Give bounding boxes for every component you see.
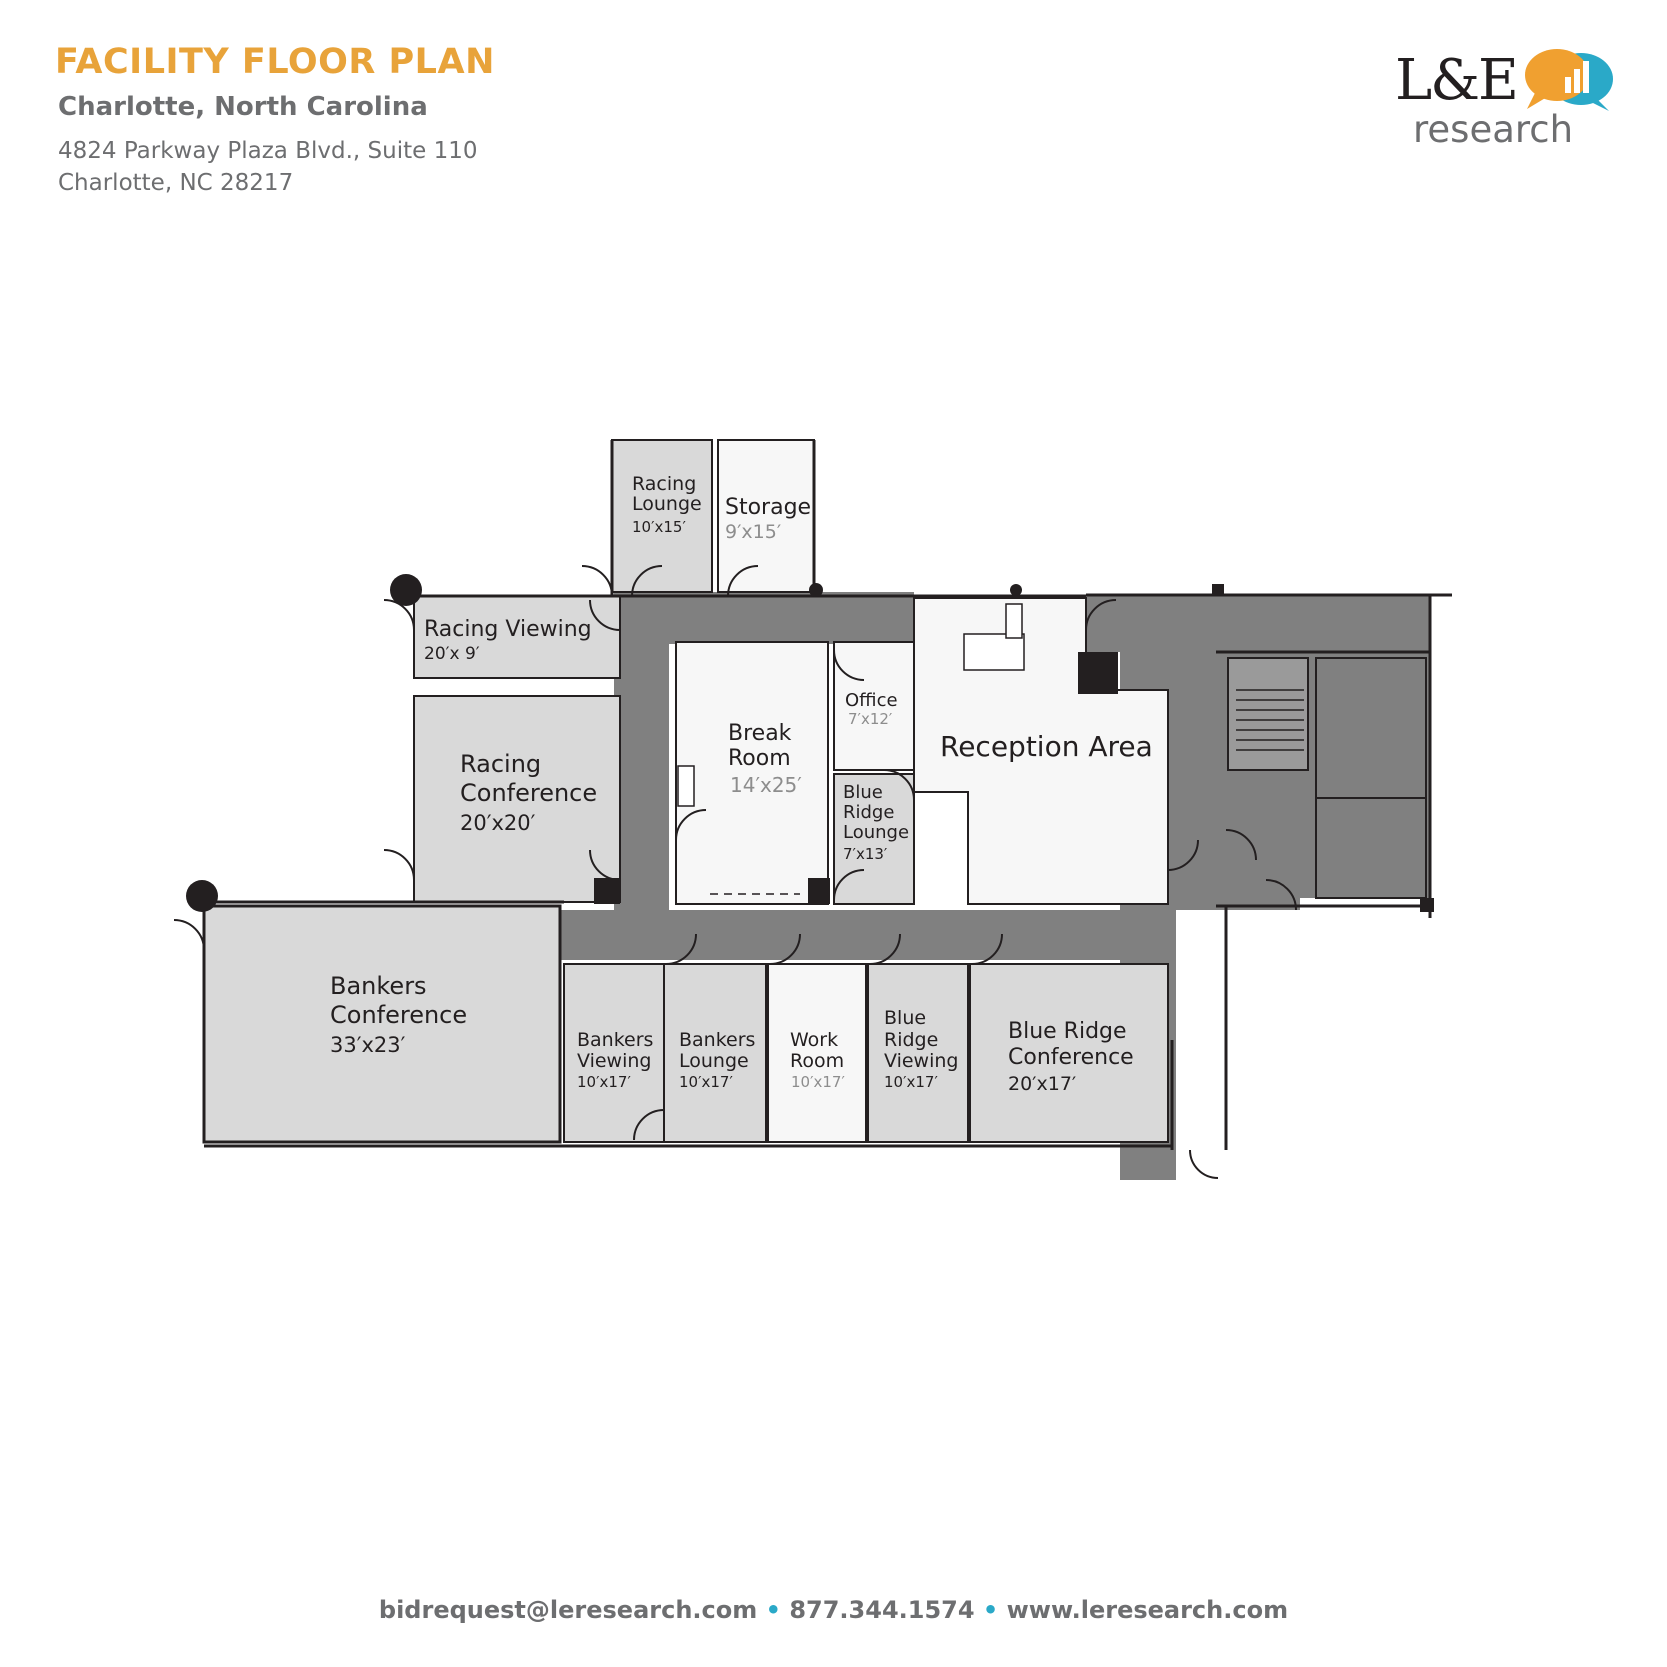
exterior-walls (204, 440, 1452, 1150)
reception-desk (963, 633, 1025, 671)
page-subtitle: Charlotte, North Carolina (58, 92, 428, 122)
room-bankers-lounge (663, 963, 767, 1143)
room-labels: Racing Lounge 10′x15′ Storage 9′x15′ Rac… (330, 473, 1153, 1095)
dim-blue-ridge-viewing: 10′x17′ (884, 1073, 938, 1091)
columns (186, 574, 1434, 912)
label-blue-ridge-viewing: Blue Ridge Viewing (884, 1007, 958, 1072)
label-storage: Storage (725, 495, 811, 520)
dim-bankers-viewing: 10′x17′ (577, 1073, 631, 1091)
label-office: Office (845, 690, 898, 711)
label-break-room: Break Room (728, 721, 798, 771)
logo-text: L&E (1395, 48, 1519, 113)
footer-contact: bidrequest@leresearch.com • 877.344.1574… (0, 1596, 1667, 1624)
room-break-room (675, 641, 829, 905)
label-work-room: Work Room (790, 1029, 844, 1072)
dim-racing-conference: 20′x20′ (460, 811, 536, 835)
dim-break-room: 14′x25′ (730, 773, 802, 797)
room-racing-lounge (611, 439, 713, 593)
room-bankers-conference (202, 904, 562, 1144)
dim-racing-lounge: 10′x15′ (632, 518, 686, 536)
label-racing-lounge: Racing Lounge (632, 473, 702, 515)
label-bankers-viewing: Bankers Viewing (577, 1029, 660, 1072)
room-racing-conference (413, 695, 621, 903)
room-work-room (767, 963, 867, 1143)
logo-subtext: research (1413, 108, 1574, 151)
room-office (833, 641, 915, 771)
footer-separator: • (982, 1596, 999, 1624)
label-bankers-conference: Bankers Conference (330, 972, 467, 1029)
break-room-fixtures (677, 765, 800, 895)
dim-work-room: 10′x17′ (791, 1073, 845, 1091)
stairwell (1227, 657, 1427, 899)
room-bankers-viewing (563, 963, 665, 1143)
address-line-1: 4824 Parkway Plaza Blvd., Suite 110 (58, 138, 478, 164)
footer-website[interactable]: www.leresearch.com (1006, 1596, 1289, 1624)
dim-blue-ridge-lounge: 7′x13′ (843, 845, 888, 863)
label-blue-ridge-conference: Blue Ridge Conference (1008, 1019, 1134, 1070)
column-block (1078, 652, 1118, 694)
room-blue-ridge-viewing (867, 963, 969, 1143)
page-title: FACILITY FLOOR PLAN (55, 42, 495, 82)
footer-email[interactable]: bidrequest@leresearch.com (378, 1596, 758, 1624)
dim-storage: 9′x15′ (725, 521, 781, 543)
room-blue-ridge-conference (969, 963, 1169, 1143)
label-racing-viewing: Racing Viewing (424, 617, 592, 642)
dim-blue-ridge-conference: 20′x17′ (1008, 1073, 1076, 1095)
dim-racing-viewing: 20′x 9′ (424, 644, 480, 664)
dim-bankers-lounge: 10′x17′ (679, 1073, 733, 1091)
label-racing-conference: Racing Conference (460, 750, 597, 807)
dim-bankers-conference: 33′x23′ (330, 1033, 406, 1057)
footer-separator: • (765, 1596, 781, 1624)
reception-desk-return (1005, 603, 1023, 639)
label-blue-ridge-lounge: Blue Ridge Lounge (843, 782, 909, 843)
room-storage (717, 439, 815, 593)
footer-phone[interactable]: 877.344.1574 (789, 1596, 975, 1624)
room-blue-ridge-lounge (833, 773, 915, 905)
dim-office: 7′x12′ (848, 710, 893, 728)
label-reception-area: Reception Area (940, 730, 1153, 763)
address-line-2: Charlotte, NC 28217 (58, 170, 294, 196)
label-bankers-lounge: Bankers Lounge (679, 1029, 762, 1072)
chat-bubble-icon (1525, 49, 1613, 111)
company-logo: L&E research (1395, 45, 1625, 155)
